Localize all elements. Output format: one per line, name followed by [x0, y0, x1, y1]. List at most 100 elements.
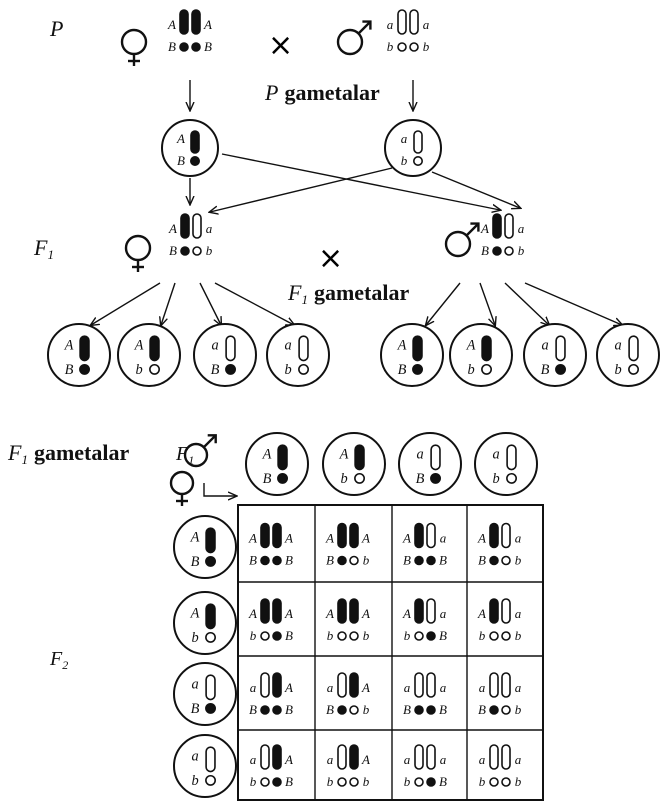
light-chromosome [205, 674, 216, 701]
dark-chromosome [337, 522, 347, 549]
allele-letter: A [248, 531, 257, 546]
allele-letter: A [361, 606, 370, 621]
open-gene-dot [354, 472, 365, 484]
allele-letter: a [515, 606, 522, 621]
allele-letter: a [191, 676, 198, 692]
filled-gene-dot [555, 363, 566, 375]
allele-letter: b [404, 628, 411, 643]
female-symbol-icon [124, 234, 152, 272]
dark-chromosome [272, 672, 282, 698]
allele-letter: A [361, 531, 370, 546]
allele-letter: B [478, 553, 486, 568]
dark-chromosome [492, 213, 502, 239]
allele-letter: A [361, 680, 370, 695]
gamete-circle [47, 323, 111, 387]
f2-label: F2 [49, 648, 68, 672]
light-chromosome [506, 444, 517, 471]
allele-letter: b [614, 362, 621, 378]
open-gene-dot [298, 363, 309, 375]
allele-letter: A [325, 606, 334, 621]
male-shaft [357, 21, 371, 35]
gamete-circle [117, 323, 181, 387]
allele-letter: A [284, 680, 293, 695]
allele-letter: A [284, 606, 293, 621]
parents-label: P [49, 16, 63, 41]
filled-gene-dot [430, 472, 441, 484]
allele-letter: A [466, 337, 476, 353]
allele-letter: B [439, 628, 447, 643]
dark-chromosome [349, 522, 359, 549]
open-gene-dot [501, 555, 511, 566]
light-chromosome [501, 672, 511, 698]
allele-letter: a [211, 337, 218, 353]
female-symbol-icon [120, 28, 148, 66]
open-gene-dot [489, 777, 499, 787]
allele-letter: B [285, 628, 293, 643]
male-symbol-icon [183, 434, 217, 468]
allele-letter: A [361, 752, 370, 767]
open-gene-dot [192, 246, 202, 256]
open-gene-dot [149, 363, 160, 375]
male-ring [336, 28, 364, 56]
open-gene-dot [414, 777, 424, 787]
filled-gene-dot [190, 156, 201, 167]
open-gene-dot [260, 631, 270, 641]
allele-letter: b [492, 471, 499, 487]
allele-letter: A [339, 446, 349, 462]
allele-letter: B [263, 471, 272, 487]
allele-letter: B [541, 362, 550, 378]
gamete-circle [523, 323, 587, 387]
light-chromosome [430, 444, 441, 471]
allele-letter: B [439, 702, 447, 717]
light-chromosome [501, 522, 511, 549]
allele-letter: b [135, 362, 142, 378]
gamete: aB [193, 323, 257, 387]
dark-chromosome [481, 335, 492, 362]
male-ring [444, 230, 472, 258]
gamete: AB [47, 323, 111, 387]
light-chromosome [225, 335, 236, 362]
filled-gene-dot [426, 777, 436, 787]
gamete: ab [596, 323, 660, 387]
allele-letter: b [327, 628, 334, 643]
allele-letter: a [423, 17, 430, 32]
dark-chromosome [180, 213, 190, 239]
allele-letter: a [440, 606, 447, 621]
allele-letter: B [285, 702, 293, 717]
allele-letter: b [250, 628, 257, 643]
allele-letter: B [481, 243, 489, 258]
gamete: AB [245, 432, 309, 496]
gamete-circle [173, 662, 237, 726]
open-gene-dot [349, 631, 359, 641]
allele-letter: b [191, 773, 198, 789]
dark-chromosome [205, 527, 216, 554]
filled-gene-dot [277, 472, 288, 484]
light-chromosome [426, 744, 436, 770]
male-ring [183, 442, 209, 468]
allele-letter: a [284, 337, 291, 353]
allele-letter: B [416, 471, 425, 487]
open-gene-dot [337, 631, 347, 641]
allele-letter: A [402, 606, 411, 621]
allele-letter: A [397, 337, 407, 353]
gamete: aB [398, 432, 462, 496]
allele-letter: a [515, 680, 522, 695]
male-arrowhead [207, 434, 217, 444]
allele-letter: a [515, 531, 522, 546]
allele-letter: a [416, 446, 423, 462]
open-gene-dot [205, 631, 216, 643]
open-gene-dot [260, 777, 270, 787]
gamete-circle [173, 591, 237, 655]
light-chromosome [489, 672, 499, 698]
light-chromosome [409, 9, 419, 35]
light-chromosome [426, 522, 436, 549]
allele-letter: a [206, 221, 213, 236]
arrow-f1-female-gamete [214, 282, 294, 325]
gamete: Ab [173, 591, 237, 655]
arrow-down-right [431, 171, 520, 208]
